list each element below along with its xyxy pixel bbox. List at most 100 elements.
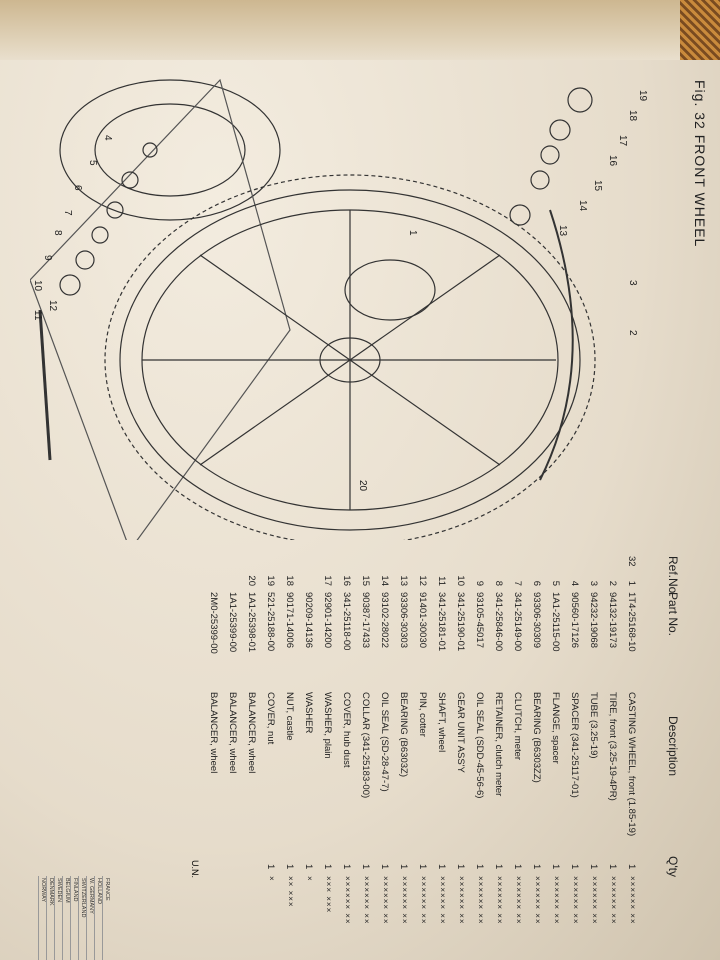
cell-qty: 1 — [531, 864, 542, 870]
cell-marks: ×××××× ×× — [419, 876, 428, 925]
cell-ref: 9 — [474, 580, 485, 586]
cell-marks: ××× ××× — [324, 876, 333, 914]
cell-qty: 1 — [455, 864, 466, 870]
callout-3: 3 — [627, 280, 638, 286]
header-part-no: Part No. — [666, 592, 680, 637]
cell-qty: 1 — [626, 864, 637, 870]
country-label: W. GERMANY — [86, 876, 94, 960]
cell-ref: 19 — [265, 575, 276, 586]
cell-desc: SHAFT, wheel — [436, 692, 447, 753]
country-label: SWITZERLAND — [78, 876, 86, 960]
cell-fig: 32 — [626, 556, 637, 567]
cell-qty: 1 — [588, 864, 599, 870]
cell-part: 93105-45017 — [474, 592, 485, 648]
wheel-shaft — [38, 309, 52, 461]
cell-desc: WASHER, plain — [322, 692, 333, 759]
cell-desc: WASHER — [303, 692, 314, 734]
cell-marks: ×××××× ×× — [590, 876, 599, 925]
cell-desc: COVER, nut — [265, 692, 276, 745]
brake-rotor — [344, 259, 436, 321]
cell-ref: 6 — [531, 580, 542, 586]
cell-ref: 5 — [550, 580, 561, 586]
cell-ref: 16 — [341, 575, 352, 586]
cell-part: 341-25181-01 — [436, 592, 447, 652]
country-label: FINLAND — [70, 876, 78, 960]
cell-marks: ×× ××× — [286, 876, 295, 908]
cell-ref: 13 — [398, 575, 409, 586]
cell-part: 94132-19173 — [607, 592, 618, 648]
cell-ref: 3 — [588, 580, 599, 586]
callout-11: 11 — [32, 310, 43, 321]
country-label: DENMARK — [46, 876, 54, 960]
cell-part: 1A1-25115-00 — [550, 592, 561, 652]
cell-part: 341-25846-00 — [493, 592, 504, 652]
callout-17: 17 — [617, 135, 628, 147]
cell-qty: 1 — [284, 864, 295, 870]
cell-marks: ×××××× ×× — [495, 876, 504, 925]
cell-ref: 1 — [626, 580, 637, 586]
cell-qty: 1 — [417, 864, 428, 870]
cell-qty: 1 — [265, 864, 276, 870]
cell-part: 1A1-25399-00 — [227, 592, 238, 653]
cell-desc: BEARING (B6303ZZ) — [531, 692, 542, 783]
cell-part: 94232-19068 — [588, 592, 599, 648]
tire-tread — [104, 174, 596, 540]
cell-part: 521-25188-00 — [265, 592, 276, 652]
cell-marks: ×××××× ×× — [476, 876, 485, 925]
cell-part: 90387-17433 — [360, 592, 371, 648]
tube — [539, 209, 574, 481]
cell-desc: COVER, hub dust — [341, 692, 352, 768]
cell-marks: ×××××× ×× — [571, 876, 580, 925]
cell-qty: 1 — [493, 864, 504, 870]
cell-marks: ×××××× ×× — [343, 876, 352, 925]
front-wheel-exploded-diagram: 1 2 3 4 5 6 7 8 9 10 11 12 13 14 15 16 1… — [30, 78, 648, 540]
cell-ref: 20 — [246, 575, 257, 586]
cell-qty: 1 — [474, 864, 485, 870]
cell-part: 93102-28022 — [379, 592, 390, 648]
brake-disc-inner — [94, 103, 246, 197]
country-label: HOLLAND — [94, 876, 102, 960]
un-note: U.N. — [190, 860, 200, 878]
cell-part: 90560-17126 — [569, 592, 580, 648]
cell-part: 1A1-25398-01 — [246, 592, 257, 653]
cell-ref: 18 — [284, 575, 295, 586]
country-label: SWEDEN — [54, 876, 62, 960]
callout-10: 10 — [32, 280, 43, 292]
cell-qty: 1 — [398, 864, 409, 870]
cell-desc: SPACER (341-25117-01) — [569, 692, 580, 798]
cell-ref: 10 — [455, 575, 466, 586]
wheel-hub — [319, 337, 381, 383]
cell-ref: 8 — [493, 580, 504, 586]
cell-part: 341-25149-00 — [512, 592, 523, 652]
cell-ref: 11 — [436, 576, 447, 586]
book-spine — [0, 0, 720, 60]
callout-13: 13 — [557, 225, 568, 237]
cell-desc: TUBE (3.25-19) — [588, 692, 599, 759]
cell-qty: 1 — [569, 864, 580, 870]
cell-marks: ×××××× ×× — [400, 876, 409, 925]
cell-desc: FLANGE, spacer — [550, 692, 561, 764]
cell-marks: × — [305, 876, 314, 882]
country-label: FRANCE — [102, 876, 110, 960]
cell-part: 93306-30303 — [398, 592, 409, 648]
cell-ref: 15 — [360, 575, 371, 586]
figure-title: Fig. 32 FRONT WHEEL — [692, 80, 708, 248]
cell-qty: 1 — [512, 864, 523, 870]
header-ref-no: Ref.No. — [666, 556, 680, 597]
cell-marks: ×××××× ×× — [362, 876, 371, 925]
callout-4: 4 — [102, 135, 113, 141]
